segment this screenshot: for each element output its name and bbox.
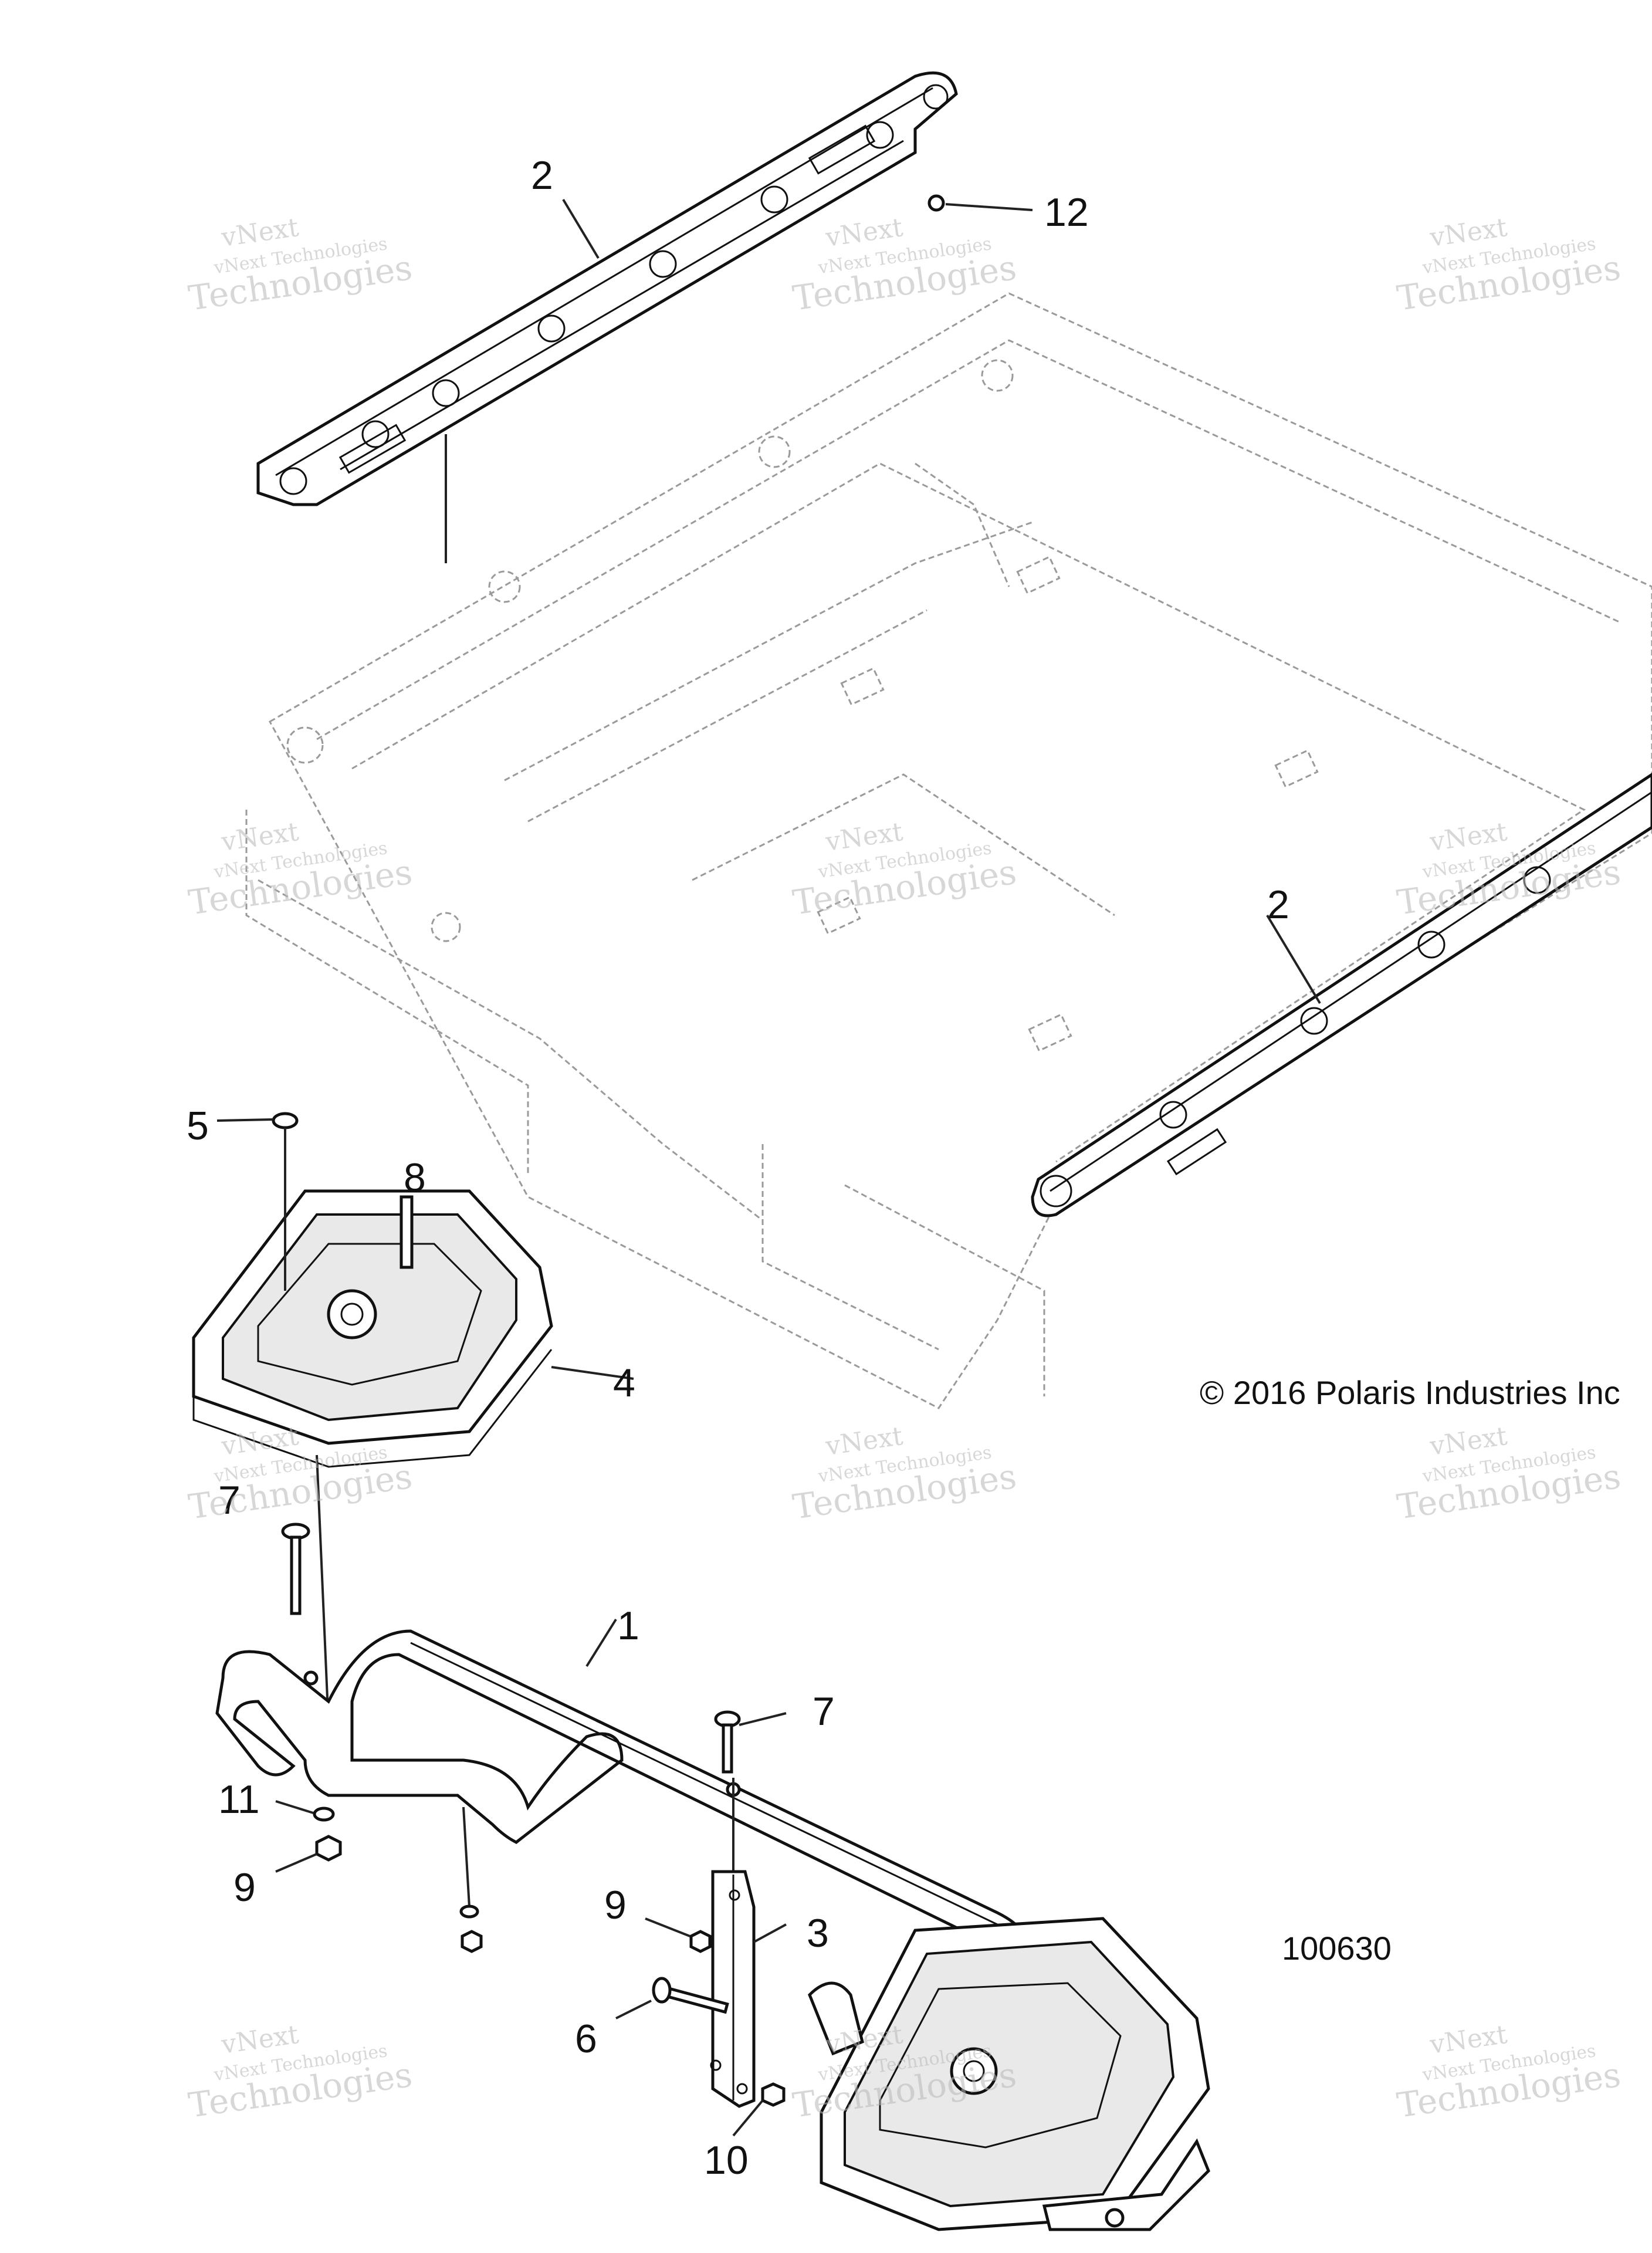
bolt-7-left <box>281 1454 330 1726</box>
watermark-12: vNext vNext Technologies Technologies <box>1394 2019 1623 2126</box>
figure-number: 100630 <box>1282 1930 1392 1967</box>
callout-labels: 2 12 2 5 8 4 7 1 7 11 9 9 3 6 10 <box>187 153 1289 2183</box>
bracket-3 <box>710 1778 787 2108</box>
callout-3: 3 <box>807 1911 829 1956</box>
nut-10 <box>732 2082 786 2137</box>
callout-10: 10 <box>704 2138 749 2183</box>
callout-2-lower: 2 <box>1267 882 1289 927</box>
rail-lower <box>1031 773 1652 1217</box>
callout-9-right: 9 <box>604 1883 627 1927</box>
washer-11 <box>275 1800 335 1822</box>
callout-1: 1 <box>617 1604 639 1648</box>
watermark-7: vNext vNext Technologies Technologies <box>186 1421 415 1527</box>
bolt-6 <box>615 1977 729 2019</box>
bolt-8 <box>400 1195 414 1269</box>
tube-frame <box>215 1618 1025 1950</box>
callout-6: 6 <box>575 2017 597 2061</box>
callout-9-left: 9 <box>233 1865 256 1910</box>
nut-center <box>459 1904 483 1953</box>
bolt-7-right <box>714 1710 787 1774</box>
footrest-left <box>192 1189 634 1468</box>
fastener-12 <box>927 194 1033 212</box>
watermark-layer: vNext vNext Technologies Technologies vN… <box>186 212 1623 2126</box>
nut-9-left <box>275 1835 342 1873</box>
callout-7-left: 7 <box>218 1478 241 1523</box>
watermark-3: vNext vNext Technologies Technologies <box>1394 212 1623 319</box>
rail-upper <box>256 71 958 563</box>
callout-5: 5 <box>187 1104 209 1148</box>
callout-8: 8 <box>404 1155 426 1200</box>
watermark-8: vNext vNext Technologies Technologies <box>790 1421 1019 1527</box>
watermark-4: vNext vNext Technologies Technologies <box>186 817 415 923</box>
watermark-2: vNext vNext Technologies Technologies <box>790 212 1019 319</box>
watermark-10: vNext vNext Technologies Technologies <box>186 2019 415 2126</box>
vehicle-floor-ghost <box>245 292 1652 1409</box>
watermark-9: vNext vNext Technologies Technologies <box>1394 1421 1623 1527</box>
callout-11: 11 <box>218 1777 260 1822</box>
copyright-text: © 2016 Polaris Industries Inc <box>1200 1374 1620 1411</box>
callout-2-upper: 2 <box>531 153 553 198</box>
nut-9-right <box>645 1917 712 1953</box>
footrest-right <box>808 1917 1210 2231</box>
callout-4: 4 <box>613 1361 635 1405</box>
callout-12: 12 <box>1044 190 1089 235</box>
watermark-1: vNext vNext Technologies Technologies <box>186 212 415 319</box>
watermark-5: vNext vNext Technologies Technologies <box>790 817 1019 923</box>
callout-7-right: 7 <box>813 1689 835 1734</box>
